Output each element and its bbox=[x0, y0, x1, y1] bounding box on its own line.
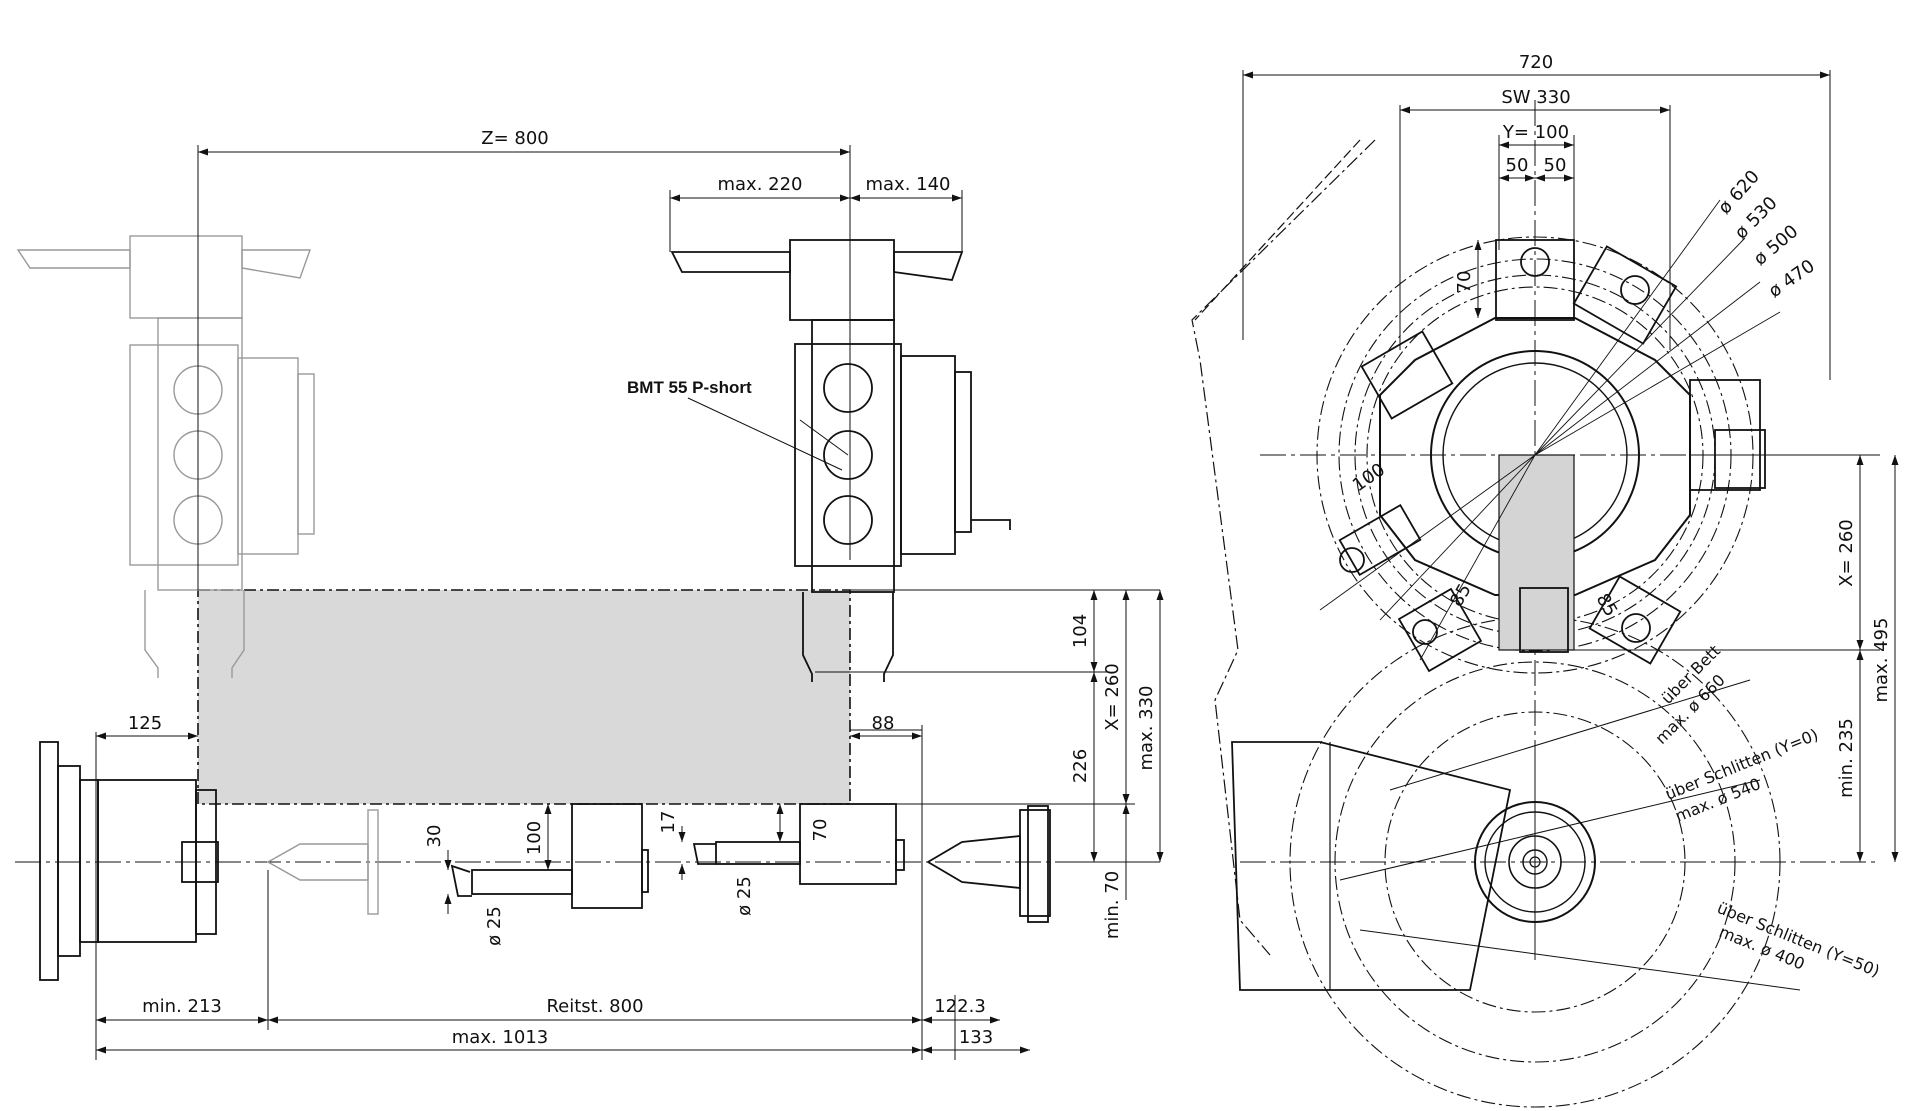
max-140-label: max. 140 bbox=[865, 174, 950, 195]
dim-133-label: 133 bbox=[959, 1027, 993, 1048]
chuck-front bbox=[1474, 801, 1596, 923]
dia-25-a-label: ø 25 bbox=[484, 906, 505, 946]
dim-122-3-label: 122.3 bbox=[934, 996, 986, 1017]
tool-holder-2 bbox=[692, 803, 905, 885]
working-area bbox=[197, 589, 851, 805]
turret-body bbox=[1379, 317, 1691, 596]
dim-226-label: 226 bbox=[1070, 749, 1091, 783]
y-100-label: Y= 100 bbox=[1502, 122, 1569, 143]
min-70-label: min. 70 bbox=[1102, 871, 1123, 939]
dim-720-label: 720 bbox=[1519, 52, 1553, 73]
dim-17-label: 17 bbox=[658, 811, 679, 834]
reitst-800-label: Reitst. 800 bbox=[546, 996, 643, 1017]
x-260-front-label: X= 260 bbox=[1836, 519, 1857, 587]
front-view-labels: 720 SW 330 Y= 100 50 50 70 ø 620 ø 530 ø… bbox=[1349, 52, 1892, 981]
bed-outline bbox=[1191, 139, 1376, 956]
min-213-label: min. 213 bbox=[142, 996, 222, 1017]
spindle-housing bbox=[1231, 741, 1512, 991]
front-view bbox=[1191, 70, 1899, 1108]
dim-100-label: 100 bbox=[524, 821, 545, 855]
dim-125-label: 125 bbox=[128, 713, 162, 734]
dim-50-left-label: 50 bbox=[1506, 155, 1529, 176]
dim-104-label: 104 bbox=[1070, 614, 1091, 648]
turret-tool-holders bbox=[1338, 239, 1766, 673]
turret-active bbox=[670, 239, 1011, 682]
y-travel-area bbox=[1498, 454, 1575, 651]
min-235-label: min. 235 bbox=[1836, 718, 1857, 798]
tailstock-ghost bbox=[266, 809, 379, 915]
max-220-label: max. 220 bbox=[717, 174, 802, 195]
z-travel-label: Z= 800 bbox=[481, 128, 549, 149]
chuck bbox=[39, 741, 219, 981]
turret-label: BMT 55 P-short bbox=[627, 378, 752, 397]
dim-30-label: 30 bbox=[424, 825, 445, 848]
dim-88-label: 88 bbox=[872, 713, 895, 734]
dim-70-label: 70 bbox=[810, 819, 831, 842]
max-1013-label: max. 1013 bbox=[452, 1027, 548, 1048]
dia-470-label: ø 470 bbox=[1765, 256, 1819, 303]
tailstock bbox=[926, 805, 1051, 923]
x-260-label: X= 260 bbox=[1102, 663, 1123, 731]
sw-330-label: SW 330 bbox=[1501, 87, 1570, 108]
side-view bbox=[15, 145, 1164, 1060]
dim-50-right-label: 50 bbox=[1544, 155, 1567, 176]
dia-25-b-label: ø 25 bbox=[734, 876, 755, 916]
tool-holder-1 bbox=[450, 803, 649, 909]
dim-70-front-label: 70 bbox=[1454, 271, 1475, 294]
max-495-label: max. 495 bbox=[1871, 617, 1892, 702]
side-view-labels: Z= 800 max. 220 max. 140 BMT 55 P-short … bbox=[128, 128, 1157, 1048]
max-330-label: max. 330 bbox=[1136, 685, 1157, 770]
